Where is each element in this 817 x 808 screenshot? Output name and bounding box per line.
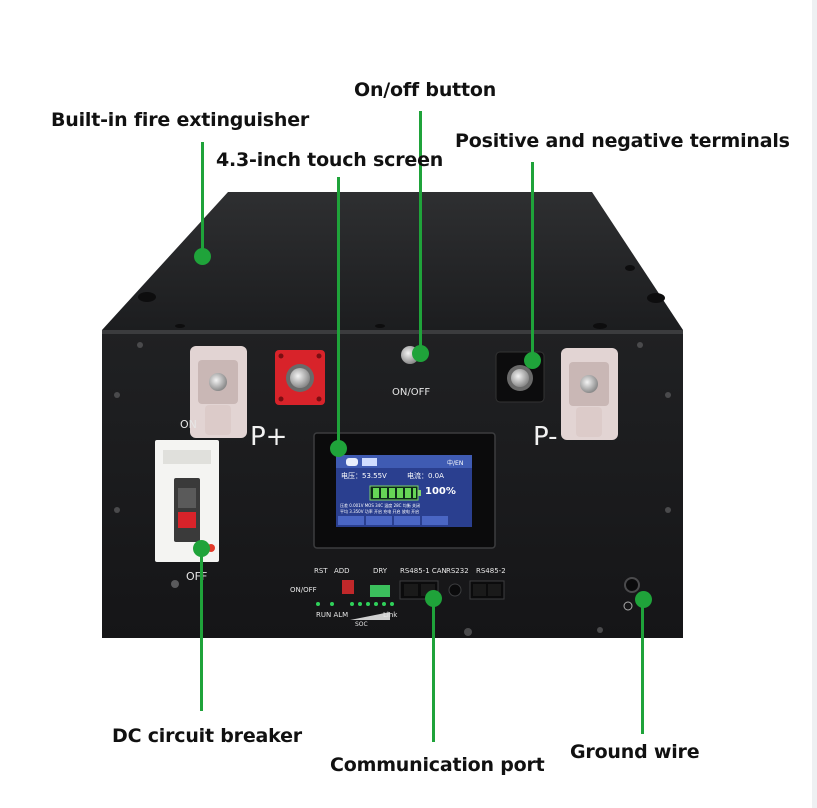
run-alm-label: RUN ALM	[316, 611, 349, 619]
link-label: Link	[383, 611, 398, 619]
screen-current: 电流：0.0A	[407, 472, 444, 480]
rs232-label: RS232	[446, 567, 469, 575]
fire-extinguisher-callout: Built-in fire extinguisher	[51, 109, 310, 131]
add-label: ADD	[334, 567, 350, 575]
onoff-small-label: ON/OFF	[290, 586, 317, 594]
comm-port-dot	[425, 590, 442, 607]
terminals-leader	[531, 162, 534, 358]
onoff-dot	[412, 345, 429, 362]
p-plus-label: P+	[250, 422, 288, 452]
dip-switch	[342, 580, 354, 594]
screen-row1: 压差 0.001V MOS 34C 温度 28C 均衡 关闭	[340, 503, 420, 508]
terminals-dot	[524, 352, 541, 369]
panel-onoff-label: ON/OFF	[392, 387, 431, 398]
dc-breaker	[155, 440, 219, 562]
fire-extinguisher-dot	[194, 248, 211, 265]
case-top	[102, 192, 683, 330]
onoff-callout: On/off button	[354, 79, 497, 101]
rst-label: RST	[314, 567, 328, 575]
rs485-2-label: RS485-2	[476, 567, 506, 575]
screen-dot	[330, 440, 347, 457]
comm-port-callout: Communication port	[330, 754, 545, 776]
dry-contact	[370, 585, 390, 597]
right-edge-strip	[812, 0, 817, 808]
ground-wire-dot	[635, 591, 652, 608]
screen-row2: 平均 3.350V 功率 开启 充电 开启 放电 开启	[340, 509, 420, 514]
comm-port-leader	[432, 600, 435, 742]
ground-post	[624, 577, 640, 593]
ground-wire-callout: Ground wire	[570, 741, 700, 763]
soc-label: SOC	[355, 621, 368, 628]
positive-terminal	[275, 350, 325, 405]
panel-on-label: ON	[180, 418, 197, 431]
breaker-leader	[200, 548, 203, 711]
dry-label: DRY	[373, 567, 388, 575]
right-terminal-cover	[561, 348, 618, 440]
p-minus-label: P-	[533, 422, 558, 452]
screen-voltage: 电压：53.55V	[341, 472, 387, 480]
screen-leader	[337, 177, 340, 445]
screen-lang: 中/EN	[447, 460, 464, 467]
onoff-leader	[419, 111, 422, 351]
terminals-callout: Positive and negative terminals	[455, 130, 790, 152]
fire-extinguisher-leader	[201, 142, 204, 256]
left-terminal-cover	[190, 346, 247, 438]
panel-off-label: OFF	[186, 570, 208, 583]
rs485-1-can-label: RS485-1 CAN	[400, 567, 447, 575]
dc-breaker-callout: DC circuit breaker	[112, 725, 302, 747]
screen-percent: 100%	[425, 486, 456, 497]
ground-wire-leader	[641, 600, 644, 734]
touch-screen-callout: 4.3-inch touch screen	[216, 149, 444, 171]
